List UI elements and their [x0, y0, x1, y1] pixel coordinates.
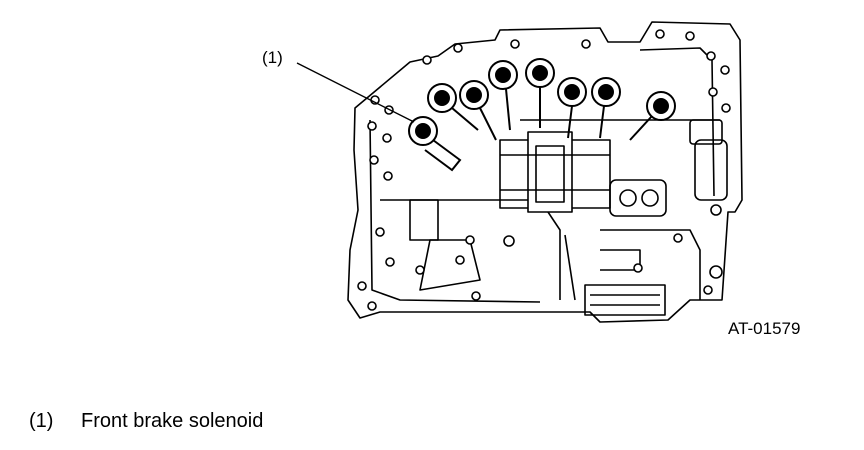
valve-body-outline — [347, 21, 743, 323]
callout-leader-line — [296, 62, 415, 123]
solenoid-6 — [557, 77, 587, 139]
legend-number: (1) — [29, 410, 54, 432]
legend-item: (1) Front brake solenoid — [29, 410, 263, 433]
solenoid-4 — [488, 60, 518, 131]
solenoid-2 — [427, 83, 479, 131]
legend-text: Front brake solenoid — [81, 410, 264, 432]
figure-id: AT-01579 — [728, 319, 801, 338]
solenoid-3 — [459, 80, 497, 141]
solenoid-8 — [629, 91, 676, 141]
front-brake-solenoid — [408, 116, 462, 172]
solenoid-7 — [591, 77, 621, 139]
callout-label: (1) — [262, 48, 283, 67]
solenoid-5 — [525, 58, 555, 128]
